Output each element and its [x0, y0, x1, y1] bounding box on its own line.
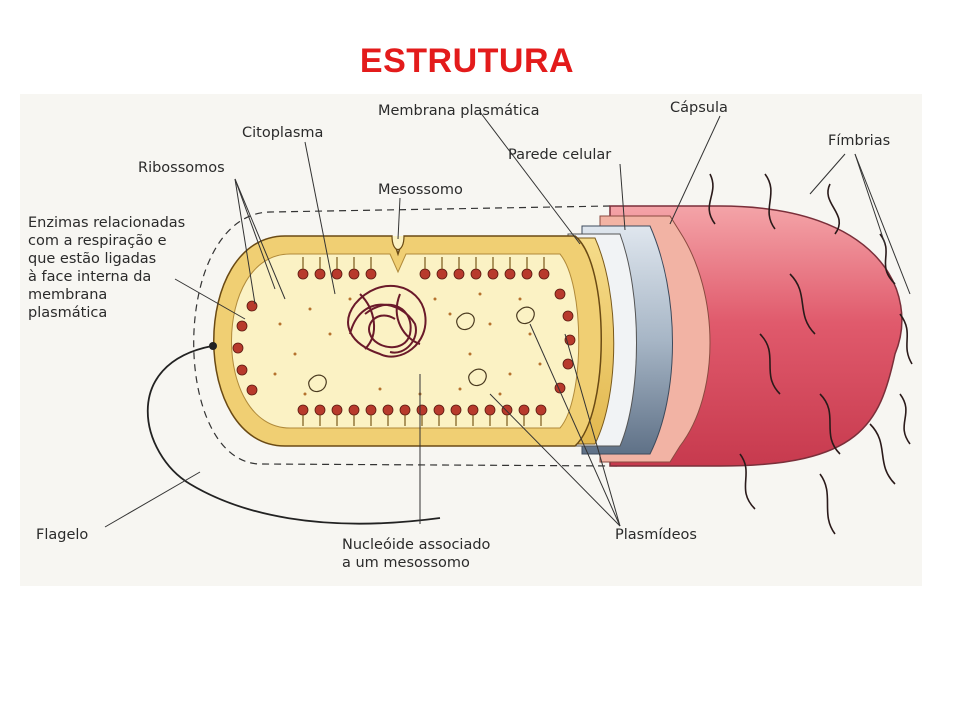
label-citoplasma: Citoplasma — [242, 125, 324, 141]
label-enzimas-line: que estão ligadas — [28, 251, 157, 267]
label-enzimas-line: à face interna da — [28, 269, 152, 285]
plasmids — [308, 306, 535, 393]
membrane-stalks — [302, 257, 545, 426]
slide-title: ESTRUTURA — [359, 42, 575, 80]
bacterium-illustration — [104, 111, 913, 535]
label-plasmideos: Plasmídeos — [615, 527, 697, 543]
label-enzimas-line: membrana — [28, 287, 108, 303]
label-enzimas-line: plasmática — [28, 305, 108, 321]
label-enzimas-line: Enzimas relacionadas — [28, 215, 186, 231]
label-nucleoide-line: Nucleóide associado — [342, 537, 491, 553]
label-nucleoide-line: a um mesossomo — [342, 555, 470, 571]
label-flagelo: Flagelo — [36, 527, 89, 543]
flagellum — [146, 345, 441, 525]
label-enzimas: Enzimas relacionadas com a respiração e … — [28, 214, 208, 322]
nucleoid — [347, 285, 427, 358]
leader-lines — [104, 111, 911, 528]
ribosomes — [232, 268, 576, 416]
label-parede-celular: Parede celular — [508, 147, 612, 163]
label-mesossomo: Mesossomo — [378, 182, 463, 198]
mesosome — [391, 235, 405, 251]
bacterium-diagram: Membrana plasmática Cápsula Citoplasma P… — [20, 94, 922, 586]
flagellum-base — [209, 342, 217, 350]
cytoplasm — [231, 253, 580, 429]
label-ribossomos: Ribossomos — [138, 160, 225, 176]
label-enzimas-line: com a respiração e — [28, 233, 167, 249]
label-membrana-plasmatica: Membrana plasmática — [378, 103, 540, 119]
label-nucleoide: Nucleóide associado a um mesossomo — [342, 536, 522, 572]
label-capsula: Cápsula — [670, 100, 728, 116]
label-fimbrias: Fímbrias — [828, 133, 891, 149]
